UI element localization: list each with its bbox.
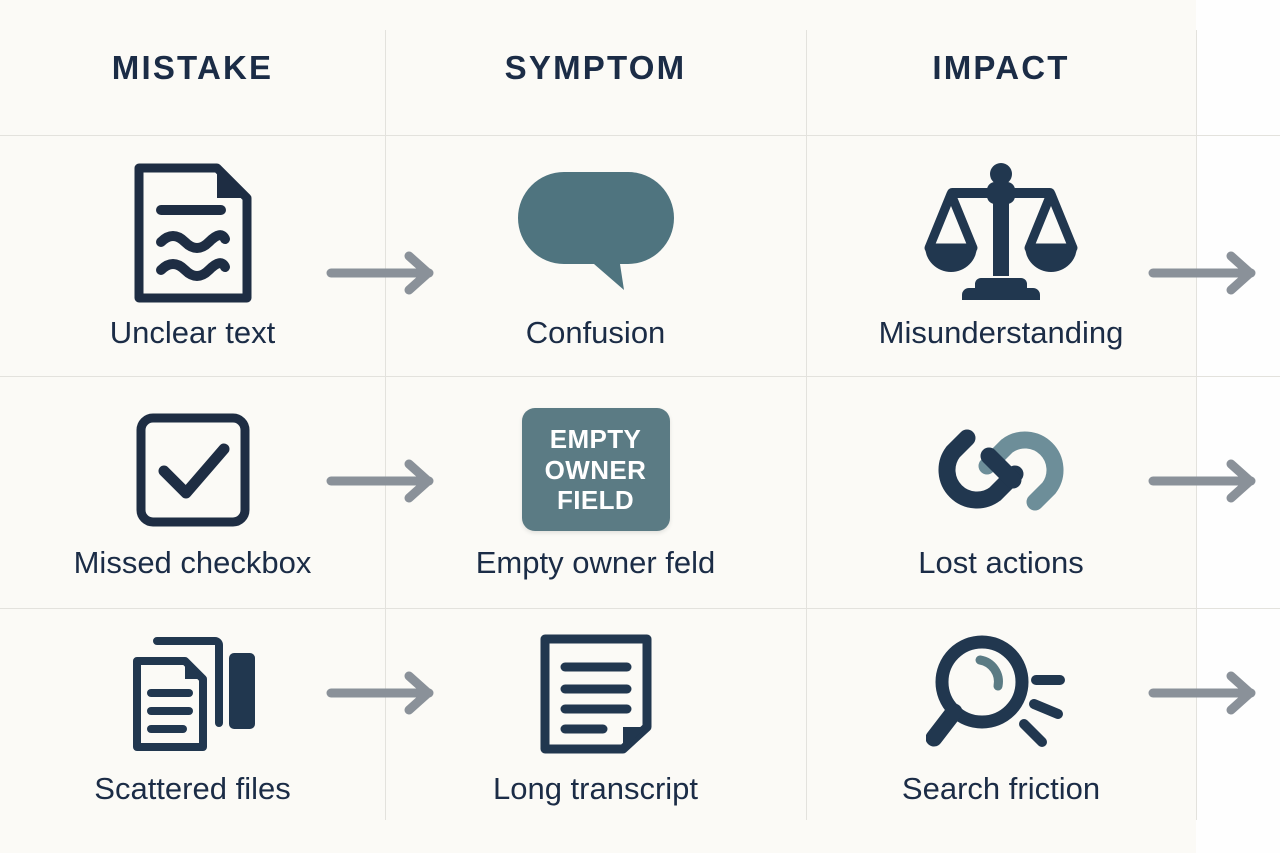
column-divider-3	[1196, 30, 1197, 820]
table-row: Missed checkbox EMPTY OWNER FIELD Empty …	[0, 376, 1280, 608]
column-divider-1	[385, 30, 386, 820]
broken-chain-link-icon	[931, 404, 1071, 536]
cell-label: Missed checkbox	[73, 544, 312, 580]
header-cell-mistake: MISTAKE	[0, 0, 385, 135]
cell-label: Lost actions	[918, 544, 1084, 580]
column-title-symptom: SYMPTOM	[504, 48, 687, 86]
header-divider	[0, 135, 1280, 136]
badge: EMPTY OWNER FIELD	[521, 408, 670, 532]
cell-mistake-unclear-text: Unclear text	[0, 135, 434, 376]
cell-impact-misunderstanding: Misunderstanding	[806, 135, 1196, 376]
magnifier-rays-icon	[926, 630, 1076, 758]
cell-symptom-empty-owner-field: EMPTY OWNER FIELD Empty owner feld	[385, 376, 1256, 608]
speech-bubble-icon	[516, 160, 676, 306]
row-divider-1	[0, 376, 1280, 377]
cell-label: Long transcript	[492, 770, 699, 806]
checkbox-checked-icon	[134, 404, 252, 536]
column-divider-2	[806, 30, 807, 820]
cell-label: Unclear text	[109, 315, 276, 351]
empty-owner-field-badge: EMPTY OWNER FIELD	[521, 404, 670, 536]
cell-label: Empty owner feld	[475, 544, 716, 580]
document-wavy-lines-icon	[131, 160, 255, 306]
cell-symptom-long-transcript: Long transcript	[385, 608, 1256, 828]
cell-label: Search friction	[901, 770, 1101, 806]
header-row: MISTAKE SYMPTOM IMPACT	[0, 0, 1280, 135]
badge-line-1: EMPTY	[549, 424, 642, 455]
stacked-documents-icon	[123, 630, 263, 758]
row-divider-2	[0, 608, 1280, 609]
cell-mistake-missed-checkbox: Missed checkbox	[0, 376, 434, 608]
badge-line-2: OWNER	[544, 454, 647, 485]
table-row: Scattered files Long transcrip	[0, 608, 1280, 828]
column-title-impact: IMPACT	[932, 48, 1070, 86]
balance-scale-icon	[921, 160, 1081, 306]
cell-label: Scattered files	[94, 770, 291, 806]
cell-label: Misunderstanding	[878, 315, 1124, 351]
cell-label: Confusion	[525, 315, 666, 351]
column-title-mistake: MISTAKE	[111, 48, 274, 86]
header-cell-symptom: SYMPTOM	[385, 0, 806, 135]
document-lines-icon	[537, 630, 655, 758]
header-cell-impact: IMPACT	[806, 0, 1196, 135]
cell-mistake-scattered-files: Scattered files	[0, 608, 434, 828]
badge-line-3: FIELD	[556, 485, 635, 516]
cell-impact-lost-actions: Lost actions	[806, 376, 1196, 608]
cell-symptom-confusion: Confusion	[385, 135, 1256, 376]
cell-impact-search-friction: Search friction	[806, 608, 1196, 828]
table-row: Unclear text Confusion	[0, 135, 1280, 376]
